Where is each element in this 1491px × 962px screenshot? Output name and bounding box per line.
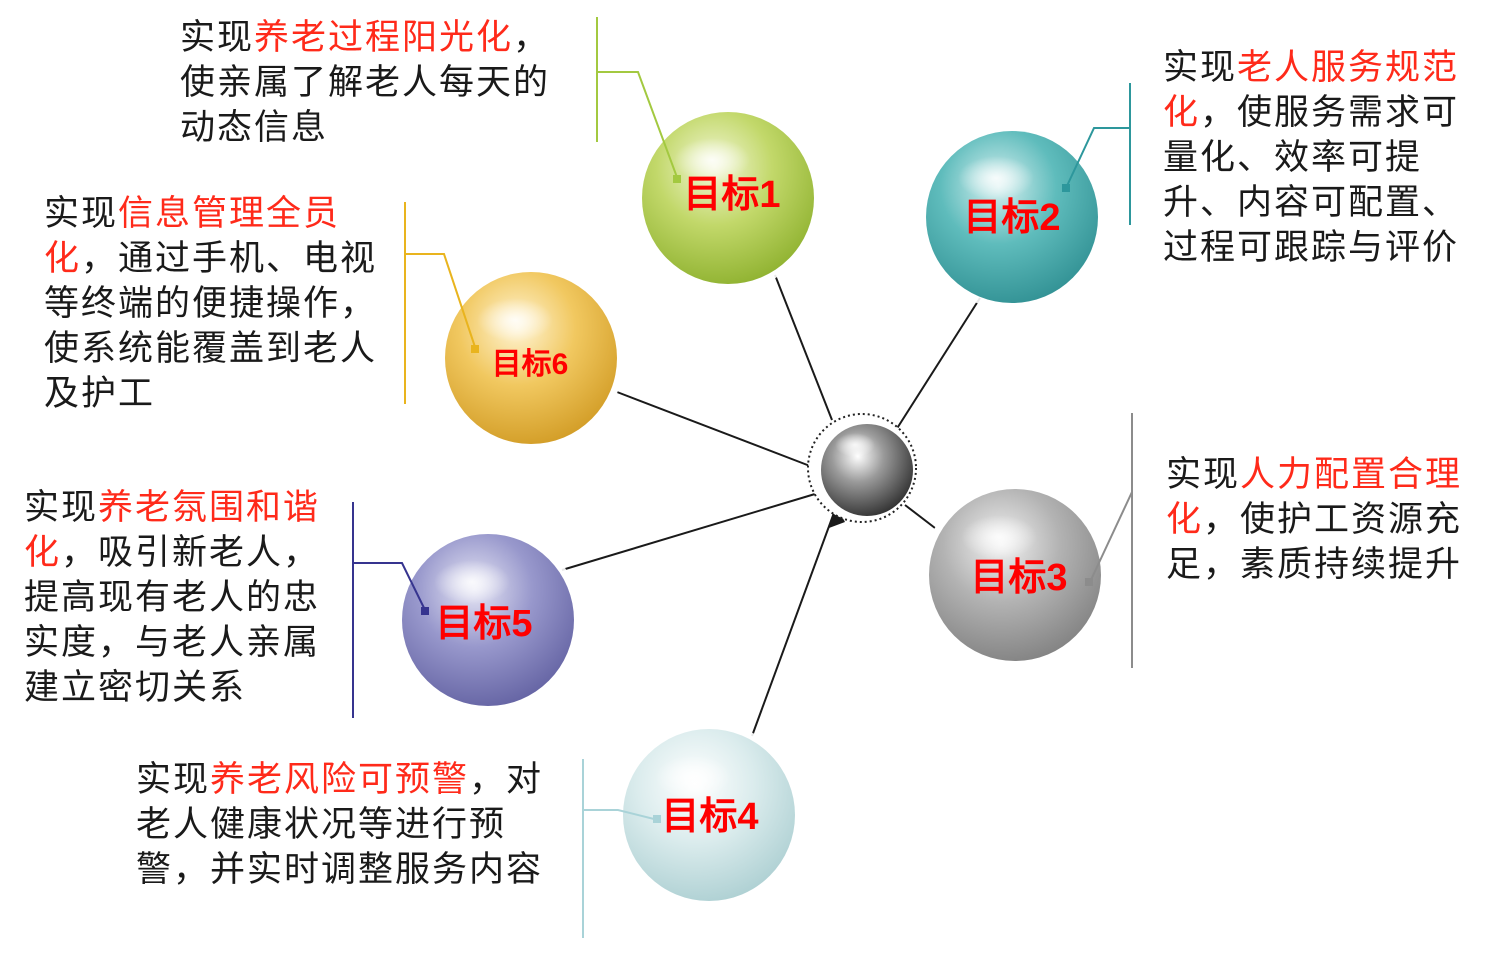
center-node	[807, 413, 917, 523]
connector-lines	[561, 274, 981, 737]
callout-5	[352, 502, 429, 718]
goal-desc-1: 实现养老过程阳光化，使亲属了解老人每天的动态信息	[180, 18, 551, 148]
goal-label-2: 目标2	[963, 197, 1060, 239]
callout-3	[1085, 413, 1133, 668]
goal-node-3: 目标3	[922, 482, 1108, 668]
callout-2	[1062, 83, 1131, 225]
callout-6	[404, 202, 479, 404]
goal-label-4: 目标4	[661, 796, 758, 838]
goal-desc-6: 实现信息管理全员化，通过手机、电视等终端的便捷操作，使系统能覆盖到老人及护工	[44, 194, 378, 414]
goal-desc-4: 实现养老风险可预警，对老人健康状况等进行预警，并实时调整服务内容	[136, 760, 544, 890]
arrow-head-icon	[829, 506, 845, 528]
connector-goal-5	[561, 493, 816, 571]
connector-goal-6	[616, 391, 811, 467]
goal-desc-5: 实现养老氛围和谐化，吸引新老人，提高现有老人的忠实度，与老人亲属建立密切关系	[24, 488, 321, 708]
callout-4	[582, 759, 661, 938]
goal-desc-3: 实现人力配置合理化，使护工资源充足，素质持续提升	[1166, 455, 1463, 585]
connector-goal-4	[751, 509, 836, 737]
callout-1	[596, 17, 681, 183]
goal-node-6: 目标6	[438, 265, 624, 451]
goal-desc-2: 实现老人服务规范化，使服务需求可量化、效率可提升、内容可配置、过程可跟踪与评价	[1163, 48, 1460, 268]
goal-label-5: 目标5	[435, 603, 532, 645]
goal-label-1: 目标1	[683, 174, 780, 216]
goal-label-6: 目标6	[492, 348, 569, 381]
connector-goal-1	[774, 274, 833, 421]
connector-goal-3	[904, 504, 936, 529]
goal-label-3: 目标3	[970, 557, 1067, 599]
goal-node-5: 目标5	[395, 527, 581, 713]
connector-goal-2	[895, 297, 981, 431]
goal-node-1: 目标1	[635, 105, 821, 291]
goal-node-4: 目标4	[616, 722, 802, 908]
goal-node-2: 目标2	[919, 124, 1105, 310]
